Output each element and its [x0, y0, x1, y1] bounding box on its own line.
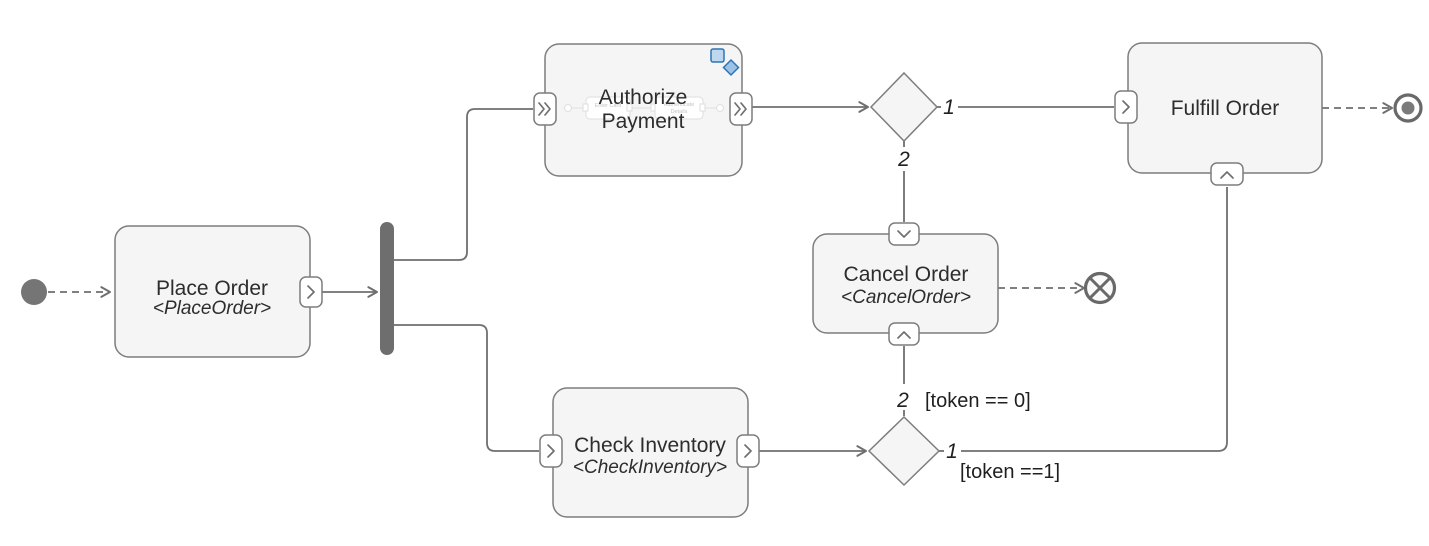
place-order-title: Place Order: [156, 277, 268, 300]
authorize-payment-out-port[interactable]: [729, 92, 753, 126]
subprocess-preview: Enter Card Authenticate Details: [564, 96, 724, 120]
authorize-payment-title-line2: Payment: [602, 110, 685, 133]
edge-fork-to-authorize-payment[interactable]: [394, 108, 533, 261]
decision-authorize-payment[interactable]: [869, 71, 939, 143]
authorize-payment-title-line1: Authorize: [599, 86, 688, 109]
fulfill-order-in-port[interactable]: [1114, 90, 1138, 124]
chevron-right-icon: [307, 285, 315, 299]
final-node[interactable]: [1393, 93, 1423, 123]
preview-step2-label-line1: Authenticate: [664, 102, 695, 108]
inventory-branch-2-label: 2: [896, 389, 909, 412]
fulfill-order-title: Fulfill Order: [1171, 97, 1280, 120]
initial-node[interactable]: [21, 279, 47, 305]
chevron-right-icon: [1122, 100, 1130, 114]
preview-step1-label: Enter Card: [595, 103, 622, 109]
cancel-order-title: Cancel Order: [844, 263, 969, 286]
final-node-inner-dot: [1401, 101, 1415, 115]
inventory-branch-1-label: 1: [946, 440, 958, 463]
activity-fulfill-order[interactable]: Fulfill Order: [1114, 42, 1323, 186]
cancel-order-in-port[interactable]: [888, 222, 920, 246]
activity-cancel-order[interactable]: Cancel Order <CancelOrder>: [812, 222, 999, 346]
guard-token-eq-1-label: [token ==1]: [960, 461, 1060, 483]
cancel-order-out-port[interactable]: [888, 322, 920, 346]
authorize-payment-in-port[interactable]: [533, 92, 557, 126]
x-mark-icon: [1089, 277, 1111, 299]
cancel-order-stereotype: <CancelOrder>: [841, 287, 971, 308]
fulfill-order-bottom-port[interactable]: [1210, 162, 1244, 186]
auth-branch-1-label: 1: [943, 96, 955, 119]
chevron-right-icon: [744, 444, 752, 458]
auth-branch-2-label: 2: [897, 148, 910, 171]
flow-final-node[interactable]: [1083, 271, 1117, 305]
chevron-down-icon: [897, 230, 911, 238]
chevron-right-icon: [547, 444, 555, 458]
chevron-up-icon: [1220, 171, 1234, 179]
double-chevron-right-icon: [538, 102, 551, 116]
activity-place-order[interactable]: Place Order <PlaceOrder>: [114, 225, 323, 358]
activity-check-inventory[interactable]: Check Inventory <CheckInventory>: [539, 387, 760, 518]
edge-fork-to-check-inventory[interactable]: [394, 324, 539, 452]
check-inventory-title: Check Inventory: [574, 434, 726, 457]
subprocess-indicator-icon: [710, 48, 740, 77]
fork-bar[interactable]: [380, 222, 394, 355]
activity-authorize-payment[interactable]: Enter Card Authenticate Details Authoriz…: [533, 43, 753, 177]
decision-check-inventory[interactable]: [867, 415, 941, 487]
check-inventory-stereotype: <CheckInventory>: [573, 457, 727, 478]
place-order-out-port[interactable]: [299, 276, 323, 308]
check-inventory-out-port[interactable]: [736, 434, 760, 468]
place-order-stereotype: <PlaceOrder>: [153, 298, 271, 319]
chevron-up-icon: [897, 331, 911, 339]
double-chevron-right-icon: [734, 102, 747, 116]
check-inventory-in-port[interactable]: [539, 434, 563, 468]
guard-token-eq-0-label: [token == 0]: [925, 390, 1031, 412]
preview-step2-label-line2: Details: [671, 109, 688, 115]
